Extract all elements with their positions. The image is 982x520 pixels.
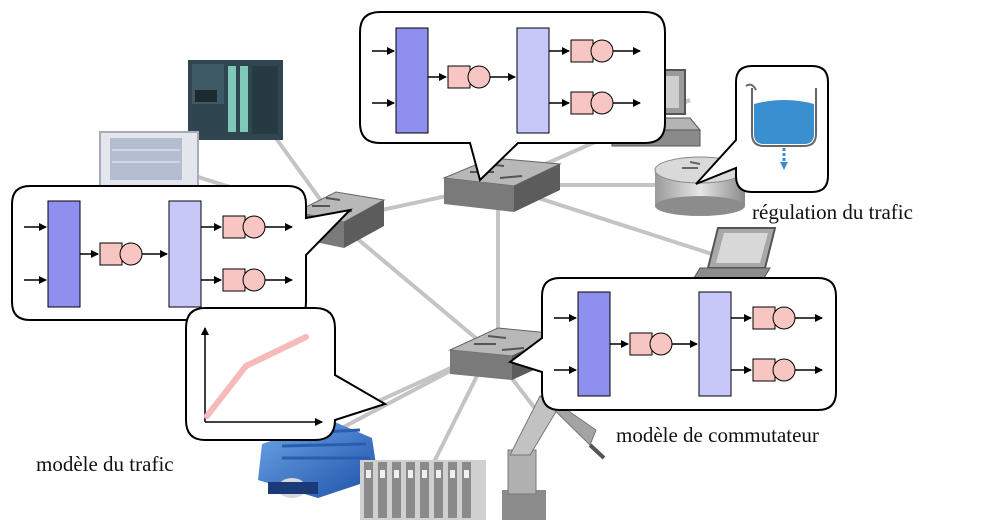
switch-model-label: modèle de commutateur	[616, 423, 819, 447]
traffic-model-label: modèle du trafic	[36, 452, 174, 476]
laptop-icon	[693, 227, 777, 279]
robot-arm-icon	[502, 395, 606, 520]
switch-model-callout-left	[11, 185, 353, 321]
queue-model-diagram	[24, 200, 293, 308]
hmi-panel-icon	[99, 131, 199, 193]
traffic-model-callout	[185, 307, 388, 441]
switch-model-callout-bottom	[507, 277, 837, 411]
traffic-curve-plot	[201, 327, 323, 426]
traffic-regulation-callout	[695, 65, 829, 193]
traffic-regulation-label: régulation du trafic	[752, 200, 913, 224]
switch-center	[442, 157, 562, 212]
queue-model-diagram	[372, 27, 641, 134]
leaky-bucket-icon	[745, 83, 817, 170]
io-modules-icon	[360, 460, 486, 520]
queue-model-diagram	[554, 291, 823, 397]
switch-model-callout-top	[359, 11, 666, 182]
plc-icon	[188, 60, 283, 140]
